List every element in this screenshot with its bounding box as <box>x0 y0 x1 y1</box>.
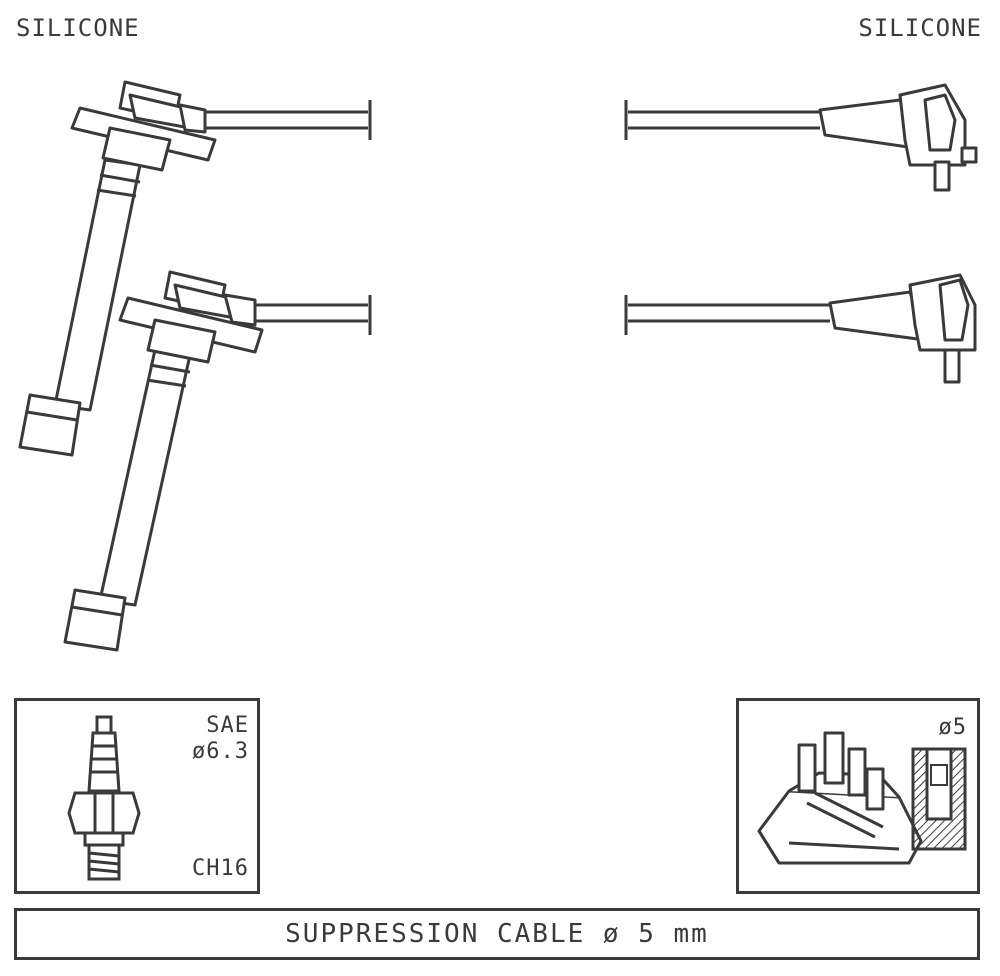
spark-plug-boot-1 <box>18 80 217 457</box>
distributor-boot-2 <box>828 273 977 384</box>
ignition-lead-drawing <box>18 80 978 652</box>
distributor-boot-1 <box>818 83 978 192</box>
spark-plug-detail-box: SAE ø6.3 CH16 <box>14 698 260 894</box>
spark-plug-icon <box>67 715 141 881</box>
left-end-label: SILICONE <box>16 14 140 42</box>
distributor-detail-box: ø5 <box>736 698 980 894</box>
cable-spec-box: SUPPRESSION CABLE ø 5 mm <box>14 908 980 960</box>
distributor-cap-icon <box>757 731 923 865</box>
terminal-section-icon <box>911 747 967 851</box>
right-end-label: SILICONE <box>858 14 982 42</box>
plug-code-label: CH16 <box>192 856 249 881</box>
distributor-diameter-label: ø5 <box>938 715 967 740</box>
plug-diameter-label: ø6.3 <box>192 739 249 764</box>
cable-spec-label: SUPPRESSION CABLE ø 5 mm <box>285 919 709 949</box>
spark-plug-boot-2 <box>63 270 264 652</box>
plug-standard-label: SAE <box>206 713 249 738</box>
